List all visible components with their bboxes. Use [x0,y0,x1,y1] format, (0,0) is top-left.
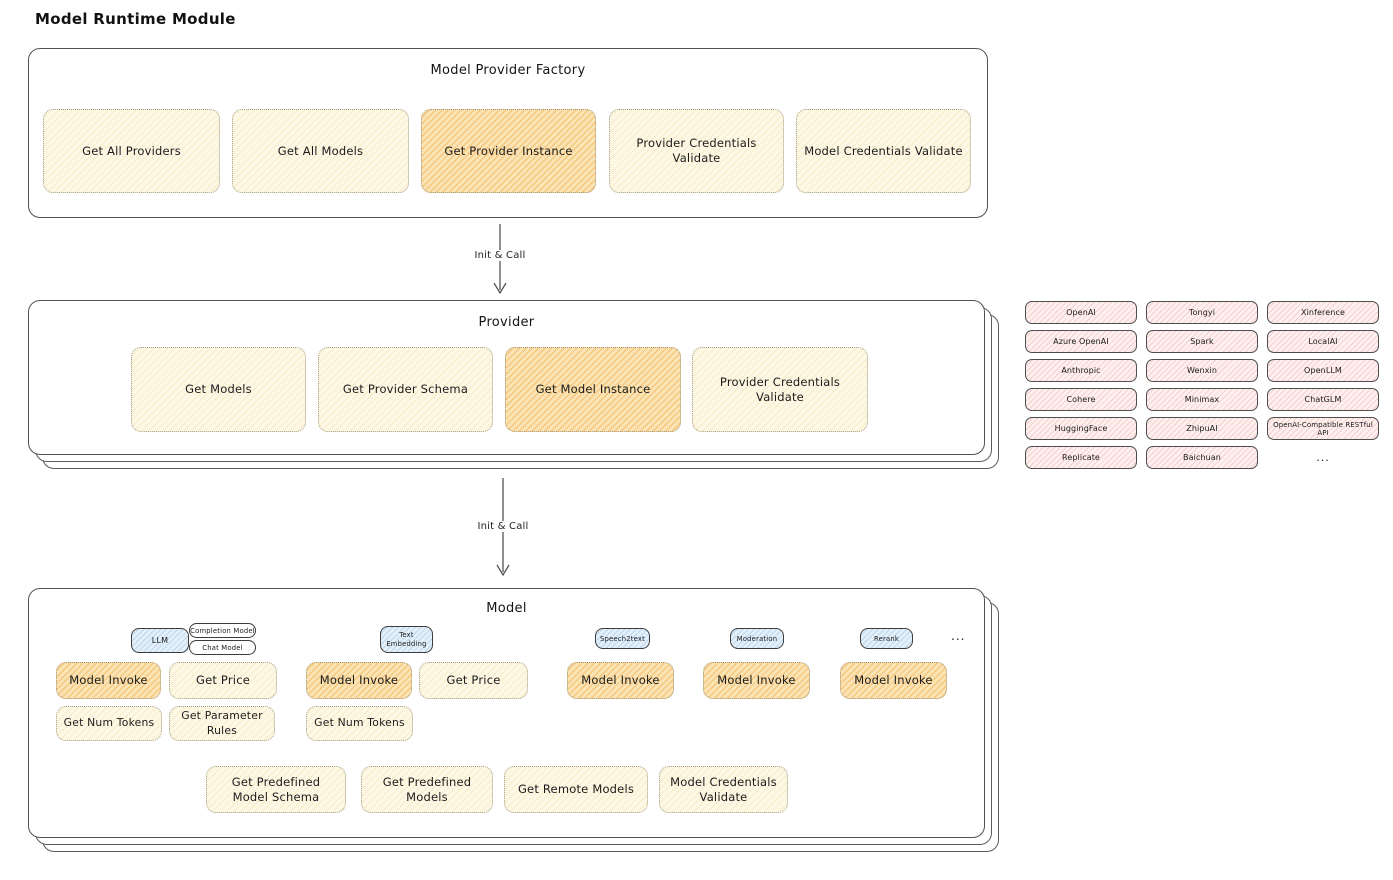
model-type-ellipsis: ... [951,629,966,643]
init-call-arrow-1 [493,224,507,295]
model-provider-factory-panel: Model Provider Factory Get All Providers… [28,48,988,218]
provider-cell: Anthropic [1025,359,1137,382]
node-embedding-get-num-tokens: Get Num Tokens [306,706,413,741]
node-get-predefined-model-schema: Get Predefined Model Schema [206,766,346,813]
node-moderation-model-invoke: Model Invoke [703,662,810,699]
provider-cell: Azure OpenAI [1025,330,1137,353]
node-get-model-instance: Get Model Instance [505,347,681,432]
node-llm-get-parameter-rules: Get Parameter Rules [169,706,275,741]
node-get-models: Get Models [131,347,306,432]
node-model-credentials-validate: Model Credentials Validate [796,109,971,193]
node-get-all-providers: Get All Providers [43,109,220,193]
provider-cell: ZhipuAI [1146,417,1258,440]
factory-title: Model Provider Factory [430,63,586,78]
provider-cell: Baichuan [1146,446,1258,469]
page-title: Model Runtime Module [35,10,236,28]
node-rerank-model-invoke: Model Invoke [840,662,947,699]
model-panel: Model LLM Completion Model Chat Model Te… [28,588,985,838]
provider-cell: Cohere [1025,388,1137,411]
provider-cell: HuggingFace [1025,417,1137,440]
model-type-badge-rerank: Rerank [860,628,913,649]
provider-list-ellipsis: ... [1316,451,1330,464]
init-call-label-1: Init & Call [469,250,531,261]
node-provider-credentials-validate: Provider Credentials Validate [609,109,784,193]
node-get-predefined-models: Get Predefined Models [361,766,493,813]
node-llm-get-price: Get Price [169,662,277,699]
provider-cell: OpenAI-Compatible RESTful API [1267,417,1379,440]
model-type-badge-completion: Completion Model [189,623,256,638]
provider-cell: Tongyi [1146,301,1258,324]
model-type-badge-llm: LLM [131,628,189,653]
init-call-label-2: Init & Call [472,521,534,532]
node-llm-model-invoke: Model Invoke [56,662,161,699]
provider-cell: Xinference [1267,301,1379,324]
node-embedding-model-invoke: Model Invoke [306,662,412,699]
provider-list-grid: OpenAI Tongyi Xinference Azure OpenAI Sp… [1025,301,1379,469]
node-get-remote-models: Get Remote Models [504,766,648,813]
node-get-provider-schema: Get Provider Schema [318,347,493,432]
node-llm-get-num-tokens: Get Num Tokens [56,706,162,741]
node-model-credentials-validate-2: Model Credentials Validate [659,766,788,813]
provider-cell: ChatGLM [1267,388,1379,411]
provider-cell: OpenLLM [1267,359,1379,382]
model-type-badge-moderation: Moderation [730,628,784,649]
model-type-badge-chat: Chat Model [189,640,256,655]
provider-cell: Wenxin [1146,359,1258,382]
node-get-provider-instance: Get Provider Instance [421,109,596,193]
provider-cell: Minimax [1146,388,1258,411]
provider-cell: Spark [1146,330,1258,353]
provider-cell: OpenAI [1025,301,1137,324]
model-type-badge-text-embedding: Text Embedding [380,626,433,653]
node-speech2text-model-invoke: Model Invoke [567,662,674,699]
model-title: Model [486,601,527,616]
node-provider-credentials-validate-2: Provider Credentials Validate [692,347,868,432]
provider-title: Provider [478,315,535,330]
provider-cell: Replicate [1025,446,1137,469]
provider-panel: Provider Get Models Get Provider Schema … [28,300,985,455]
node-get-all-models: Get All Models [232,109,409,193]
provider-cell: LocalAI [1267,330,1379,353]
model-type-badge-speech2text: Speech2text [595,628,650,649]
node-embedding-get-price: Get Price [419,662,528,699]
